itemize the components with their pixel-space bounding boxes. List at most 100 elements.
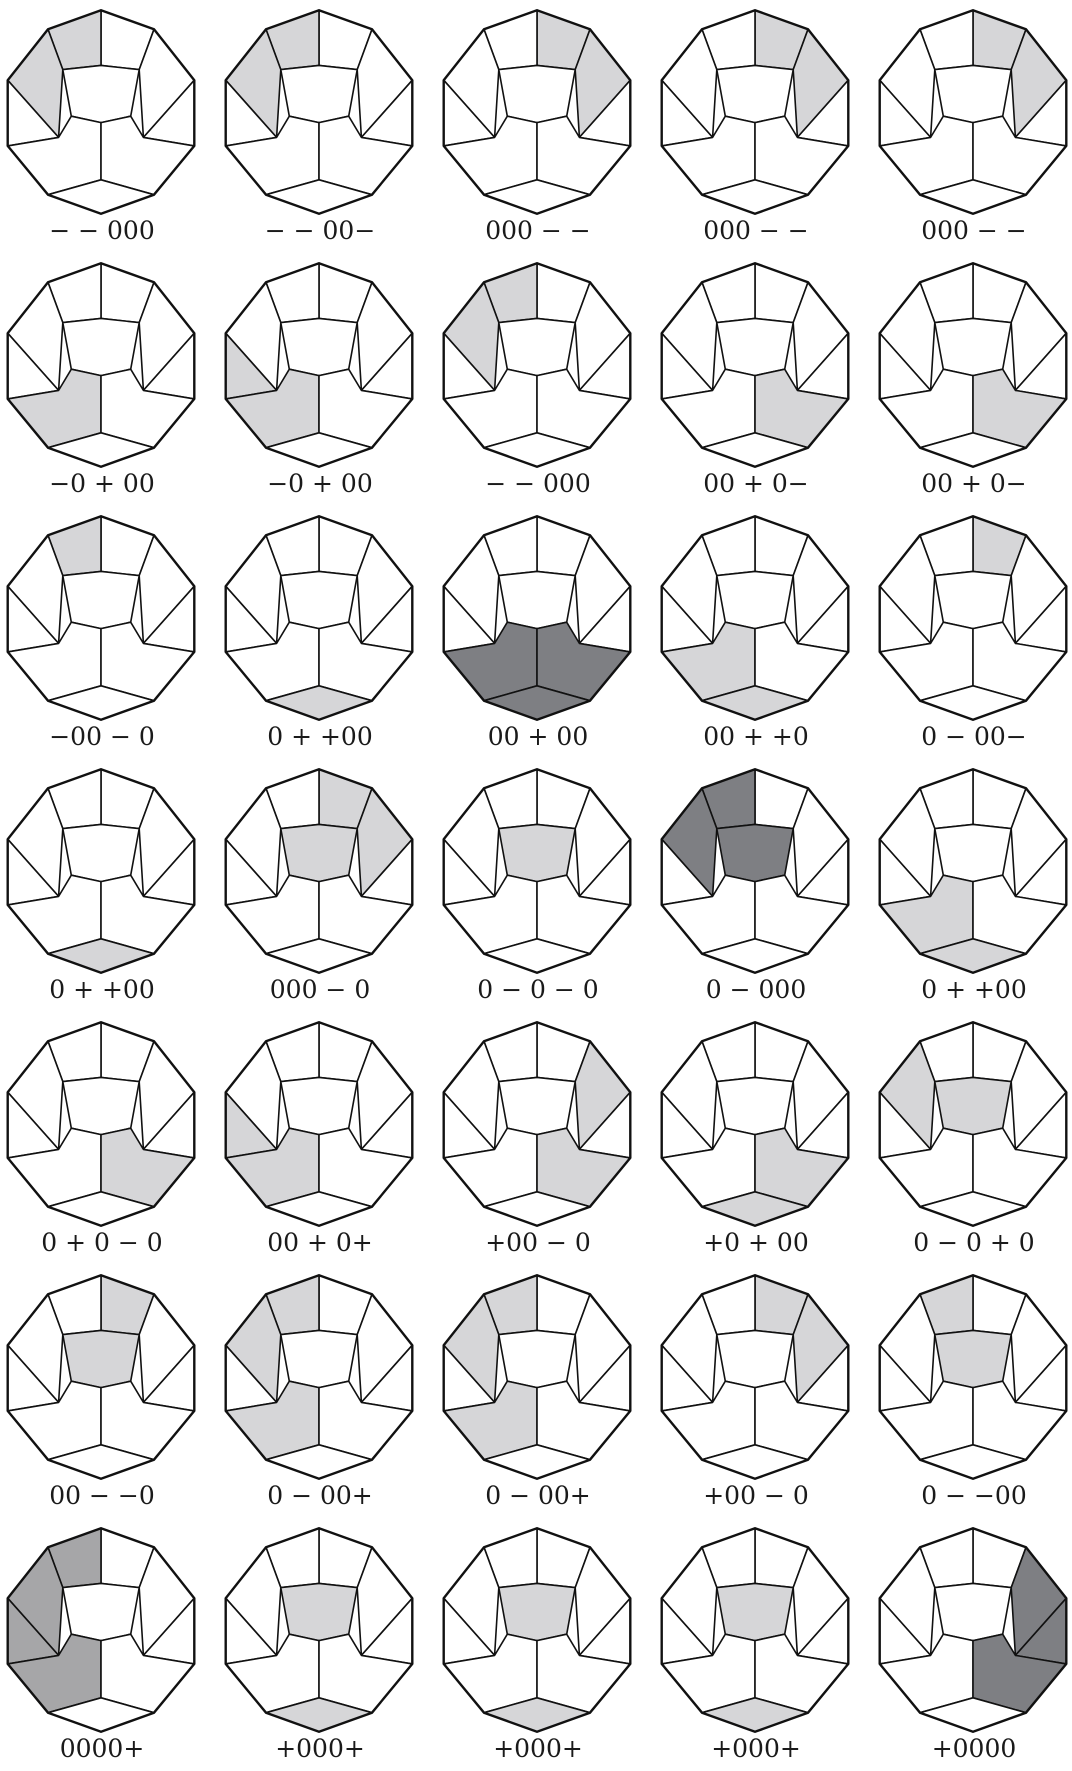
sign-vector-label: 00 + 0− bbox=[647, 469, 865, 498]
polyhedron-projection-drawing bbox=[649, 512, 861, 724]
rhombus-face bbox=[499, 65, 575, 122]
polyhedron-projection-drawing bbox=[431, 1271, 643, 1483]
figure-cell: 0 + 0 − 0 bbox=[0, 1012, 211, 1265]
rhombus-face bbox=[63, 571, 139, 628]
figure-cell: 0 − 0 − 0 bbox=[429, 759, 647, 1012]
sign-vector-label: 0 − 00+ bbox=[211, 1481, 429, 1510]
sign-vector-label: 0000+ bbox=[0, 1734, 211, 1763]
figure-cell: +0000 bbox=[865, 1518, 1072, 1771]
rhombus-face bbox=[63, 824, 139, 881]
sign-vector-label: 0 − 00− bbox=[865, 722, 1072, 751]
polyhedron-projection-drawing bbox=[431, 1018, 643, 1230]
sign-vector-label: −00 − 0 bbox=[0, 722, 211, 751]
polyhedron-projection-drawing bbox=[0, 6, 207, 218]
sign-vector-label: −0 + 00 bbox=[211, 469, 429, 498]
figure-cell: 0 − 00− bbox=[865, 506, 1072, 759]
rhombus-face bbox=[717, 1330, 793, 1387]
polyhedron-projection-drawing bbox=[867, 1018, 1072, 1230]
figure-cell: +0 + 00 bbox=[647, 1012, 865, 1265]
polyhedron-projection-drawing bbox=[213, 765, 425, 977]
sign-vector-label: 0 − 0 + 0 bbox=[865, 1228, 1072, 1257]
polyhedron-projection-drawing bbox=[0, 1524, 207, 1736]
rhombus-face bbox=[281, 318, 357, 375]
rhombus-face bbox=[717, 824, 793, 881]
figure-cell: 000 − − bbox=[647, 0, 865, 253]
rhombus-face bbox=[499, 1077, 575, 1134]
polyhedron-projection-drawing bbox=[867, 259, 1072, 471]
figure-cell: 000 − − bbox=[429, 0, 647, 253]
rhombus-face bbox=[499, 1583, 575, 1640]
sign-vector-label: 000 − − bbox=[647, 216, 865, 245]
sign-vector-label: 00 + +0 bbox=[647, 722, 865, 751]
sign-vector-label: +00 − 0 bbox=[429, 1228, 647, 1257]
figure-cell: 000 − − bbox=[865, 0, 1072, 253]
polyhedron-projection-drawing bbox=[649, 6, 861, 218]
sign-vector-label: +000+ bbox=[211, 1734, 429, 1763]
figure-cell: +00 − 0 bbox=[647, 1265, 865, 1518]
rhombus-face bbox=[63, 318, 139, 375]
figure-cell: 00 − −0 bbox=[0, 1265, 211, 1518]
rhombus-face bbox=[281, 1330, 357, 1387]
polyhedron-projection-drawing bbox=[649, 1524, 861, 1736]
polyhedron-projection-drawing bbox=[431, 765, 643, 977]
rhombus-face bbox=[281, 65, 357, 122]
polyhedron-projection-drawing bbox=[649, 1018, 861, 1230]
rhombus-face bbox=[935, 1583, 1011, 1640]
rhombus-face bbox=[63, 1330, 139, 1387]
figure-cell: 0 − 00+ bbox=[429, 1265, 647, 1518]
sign-vector-label: − − 00− bbox=[211, 216, 429, 245]
sign-vector-label: 00 − −0 bbox=[0, 1481, 211, 1510]
rhombus-face bbox=[63, 65, 139, 122]
rhombus-face bbox=[717, 1583, 793, 1640]
rhombus-face bbox=[63, 1583, 139, 1640]
figure-cell: −00 − 0 bbox=[0, 506, 211, 759]
figure-cell: 0 + +00 bbox=[211, 506, 429, 759]
polyhedron-projection-drawing bbox=[867, 6, 1072, 218]
sign-vector-label: 0 − 00+ bbox=[429, 1481, 647, 1510]
sign-vector-label: 00 + 0+ bbox=[211, 1228, 429, 1257]
sign-vector-label: 0 + +00 bbox=[0, 975, 211, 1004]
sign-vector-label: 0 − 0 − 0 bbox=[429, 975, 647, 1004]
rhombus-face bbox=[935, 571, 1011, 628]
figure-cell: +000+ bbox=[211, 1518, 429, 1771]
polyhedron-projection-drawing bbox=[0, 1271, 207, 1483]
figure-cell: 0000+ bbox=[0, 1518, 211, 1771]
polyhedron-projection-drawing bbox=[431, 512, 643, 724]
figure-cell: 000 − 0 bbox=[211, 759, 429, 1012]
sign-vector-label: +00 − 0 bbox=[647, 1481, 865, 1510]
rhombus-face bbox=[63, 1077, 139, 1134]
figure-cell: 0 − 000 bbox=[647, 759, 865, 1012]
polyhedron-projection-drawing bbox=[431, 1524, 643, 1736]
figure-cell: 00 + 00 bbox=[429, 506, 647, 759]
rhombus-face bbox=[935, 65, 1011, 122]
figure-cell: 0 + +00 bbox=[865, 759, 1072, 1012]
polyhedron-projection-drawing bbox=[649, 259, 861, 471]
rhombus-face bbox=[717, 65, 793, 122]
sign-vector-label: +000+ bbox=[429, 1734, 647, 1763]
figure-cell: 0 − 00+ bbox=[211, 1265, 429, 1518]
rhombus-face bbox=[717, 571, 793, 628]
polyhedron-projection-drawing bbox=[0, 765, 207, 977]
rhombus-face bbox=[935, 1330, 1011, 1387]
figure-cell: − − 000 bbox=[0, 0, 211, 253]
polyhedron-projection-drawing bbox=[0, 512, 207, 724]
polyhedron-projection-drawing bbox=[0, 259, 207, 471]
sign-vector-label: 000 − − bbox=[429, 216, 647, 245]
polyhedron-projection-drawing bbox=[649, 1271, 861, 1483]
rhombus-face bbox=[499, 318, 575, 375]
rhombus-face bbox=[281, 1583, 357, 1640]
rhombus-face bbox=[281, 824, 357, 881]
figure-cell: − − 00− bbox=[211, 0, 429, 253]
polyhedron-projection-drawing bbox=[431, 6, 643, 218]
sign-vector-label: +0000 bbox=[865, 1734, 1072, 1763]
polyhedron-projection-drawing bbox=[867, 1271, 1072, 1483]
figure-cell: +000+ bbox=[429, 1518, 647, 1771]
polyhedron-projection-drawing bbox=[213, 1271, 425, 1483]
sign-vector-label: 000 − 0 bbox=[211, 975, 429, 1004]
sign-vector-label: −0 + 00 bbox=[0, 469, 211, 498]
rhombus-face bbox=[935, 824, 1011, 881]
sign-vector-label: 0 − −00 bbox=[865, 1481, 1072, 1510]
rhombus-face bbox=[499, 571, 575, 628]
rhombus-face bbox=[717, 1077, 793, 1134]
